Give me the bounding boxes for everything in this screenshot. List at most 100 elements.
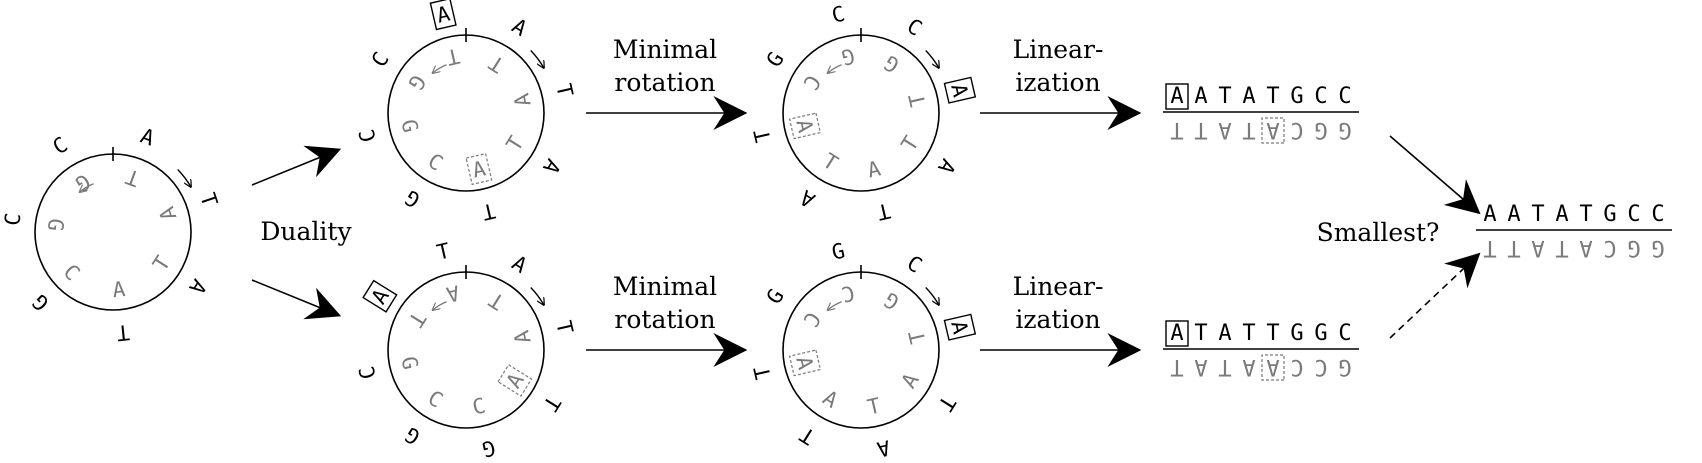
top-strand-base: C bbox=[1627, 202, 1640, 227]
bottom-strand-base: T bbox=[1507, 235, 1520, 260]
outer-base: C bbox=[0, 212, 25, 228]
bottom-strand-letter: A bbox=[1266, 354, 1279, 379]
outer-base-letter: T bbox=[749, 363, 775, 381]
inner-base: A bbox=[465, 152, 493, 186]
outer-base: G bbox=[829, 238, 847, 264]
bottom-strand-letter: A bbox=[1218, 117, 1231, 142]
inner-base: A bbox=[865, 156, 883, 182]
outer-base: C bbox=[367, 48, 394, 71]
inner-base-letter: G bbox=[880, 287, 903, 314]
inner-base-letter: C bbox=[798, 308, 825, 331]
outer-base-letter: G bbox=[28, 290, 54, 316]
inner-base: G bbox=[71, 169, 94, 196]
outer-base-letter: T bbox=[795, 422, 819, 449]
minimal-rotation-label-top-2: rotation bbox=[614, 68, 715, 97]
circle-ring bbox=[387, 34, 545, 192]
outer-base: A bbox=[874, 435, 892, 461]
inner-base-letter: T bbox=[865, 393, 883, 419]
top-strand-base: T bbox=[1266, 321, 1279, 346]
inner-base: G bbox=[880, 287, 903, 314]
outer-base-letter: T bbox=[434, 238, 452, 264]
outer-base: A bbox=[137, 124, 157, 151]
bottom-strand-letter: C bbox=[1603, 235, 1616, 260]
outer-base-letter: G bbox=[829, 238, 847, 264]
inner-base: A bbox=[788, 112, 822, 140]
bottom-strand-letter: T bbox=[1555, 235, 1568, 260]
bottom-strand-base: C bbox=[1603, 235, 1616, 260]
top-strand-base: C bbox=[1338, 84, 1351, 109]
outer-base-letter: C bbox=[903, 14, 926, 41]
outer-base-letter: T bbox=[749, 126, 775, 144]
duality-arrow-up bbox=[251, 145, 342, 186]
inner-base-letter: T bbox=[502, 132, 529, 156]
bottom-strand-letter: G bbox=[1338, 117, 1351, 142]
inner-base-letter: T bbox=[904, 328, 930, 346]
inner-base-letter: A bbox=[111, 277, 126, 302]
linearization-label-top-1: Linear- bbox=[1013, 35, 1104, 64]
inner-base-letter: A bbox=[509, 328, 535, 346]
inner-base: C bbox=[424, 386, 447, 413]
duality-label: Duality bbox=[260, 217, 352, 246]
outer-base-letter: T bbox=[115, 320, 130, 345]
top-strand-base: A bbox=[1218, 321, 1231, 346]
outer-base-letter: G bbox=[401, 422, 424, 449]
outer-base: T bbox=[195, 190, 222, 210]
inner-base: T bbox=[444, 43, 462, 69]
inner-base-letter: A bbox=[897, 369, 924, 393]
outer-base-letter: G bbox=[762, 48, 789, 71]
inner-base: A bbox=[897, 369, 924, 393]
top-strand-base: T bbox=[1218, 84, 1231, 109]
inner-base-letter: T bbox=[444, 43, 462, 69]
outer-base: G bbox=[401, 422, 424, 449]
outer-base: G bbox=[762, 48, 789, 71]
inner-base: C bbox=[798, 308, 825, 331]
outer-base: C bbox=[49, 132, 72, 159]
marked-complement-box bbox=[1261, 354, 1285, 381]
outer-base: A bbox=[508, 14, 532, 41]
inner-base-letter: A bbox=[819, 386, 843, 413]
outer-base: T bbox=[479, 198, 497, 224]
outer-base: A bbox=[943, 76, 977, 104]
bottom-strand-letter: C bbox=[1290, 117, 1303, 142]
inner-base-letter: C bbox=[424, 386, 447, 413]
top-strand-base: T bbox=[1266, 84, 1279, 109]
inner-base: T bbox=[904, 328, 930, 346]
outer-base: T bbox=[551, 81, 577, 99]
top-strand-base: C bbox=[1338, 321, 1351, 346]
marked-base-box bbox=[943, 313, 977, 341]
bottom-strand-letter: C bbox=[1290, 354, 1303, 379]
inner-base-letter: C bbox=[470, 393, 488, 419]
outer-base: C bbox=[829, 1, 847, 27]
smallest-label: Smallest? bbox=[1317, 218, 1440, 247]
inner-base: A bbox=[509, 91, 535, 109]
top-strand-base: A bbox=[1170, 321, 1183, 346]
outer-base-letter: C bbox=[354, 127, 380, 145]
outer-base-letter: T bbox=[479, 198, 497, 224]
outer-base-letter: A bbox=[946, 81, 972, 99]
inner-base-letter: G bbox=[71, 169, 94, 196]
complement-direction-arrow bbox=[828, 64, 842, 73]
inner-base: T bbox=[485, 287, 509, 314]
top-strand-base: T bbox=[1531, 202, 1544, 227]
inner-base: T bbox=[122, 164, 142, 191]
bottom-strand-base: A bbox=[1261, 117, 1285, 144]
complement-direction-arrow bbox=[80, 183, 94, 192]
top-strand-base: G bbox=[1314, 321, 1327, 346]
inner-base-letter: C bbox=[798, 71, 825, 94]
inner-base: C bbox=[798, 71, 825, 94]
inner-base: T bbox=[403, 308, 430, 332]
outer-base: A bbox=[933, 155, 960, 179]
outer-base: A bbox=[943, 313, 977, 341]
direction-arrow bbox=[530, 286, 544, 305]
marked-base-box bbox=[362, 279, 398, 313]
inner-base-letter: A bbox=[502, 369, 529, 393]
bottom-strand-letter: G bbox=[1314, 117, 1327, 142]
inner-base: T bbox=[897, 132, 924, 156]
outer-base: C bbox=[903, 251, 926, 278]
outer-base-letter: A bbox=[137, 124, 157, 151]
top-strand-base: A bbox=[1507, 202, 1520, 227]
